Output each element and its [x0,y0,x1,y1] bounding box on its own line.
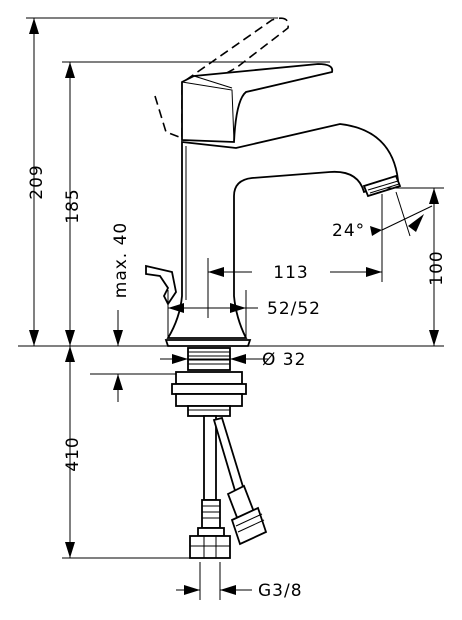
label-spout-height: 185 [63,188,83,223]
label-thread-diameter: Ø 32 [262,350,306,370]
handle [181,63,334,143]
lift-rod [145,264,177,306]
label-hole-diameter: 52/52 [267,299,321,319]
dim-connection: G3/8 [176,562,303,601]
dim-outlet-height: 100 [386,187,447,346]
dim-max-thickness: max. 40 [90,222,176,402]
label-spout-angle: 24° [332,221,365,241]
mounting-shank [171,347,247,417]
dim-hole-diameter: 52/52 [167,290,321,338]
dim-spout-height: 185 [62,61,330,346]
label-spout-reach: 113 [273,263,308,283]
dim-hose-length: 410 [62,346,196,559]
label-outlet-height: 100 [427,250,447,285]
dim-spout-reach: 113 [207,194,383,318]
label-max-thickness: max. 40 [111,222,131,298]
dim-total-height: 209 [26,17,278,346]
dim-thread-diameter: Ø 32 [160,350,306,370]
label-total-height: 209 [27,164,47,199]
dim-spout-angle: 24° [332,191,433,241]
label-hose-length: 410 [63,436,83,471]
supply-hoses [189,415,268,559]
label-connection: G3/8 [258,581,303,601]
